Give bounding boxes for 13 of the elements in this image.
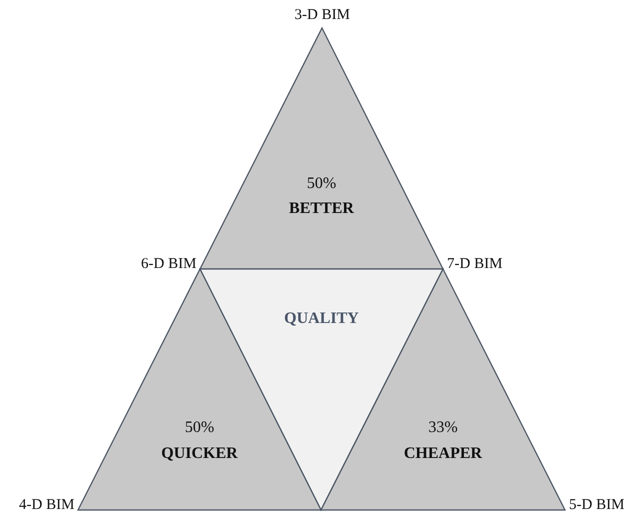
vertex-label: 3-D BIM (294, 6, 350, 24)
category-label: BETTER (289, 199, 354, 218)
triangle-region (200, 28, 443, 269)
category-label: CHEAPER (404, 444, 482, 464)
percentage-text: 50% (306, 174, 336, 194)
percentage-text: 33% (428, 418, 458, 438)
vertex-label: 4-D BIM (19, 496, 74, 514)
vertex-label: 7-D BIM (447, 255, 502, 273)
category-label: QUICKER (161, 444, 238, 464)
vertex-label: 5-D BIM (569, 496, 624, 514)
percentage-text: 50% (184, 418, 214, 438)
vertex-label: 6-D BIM (141, 255, 196, 273)
category-label: QUALITY (284, 309, 359, 328)
